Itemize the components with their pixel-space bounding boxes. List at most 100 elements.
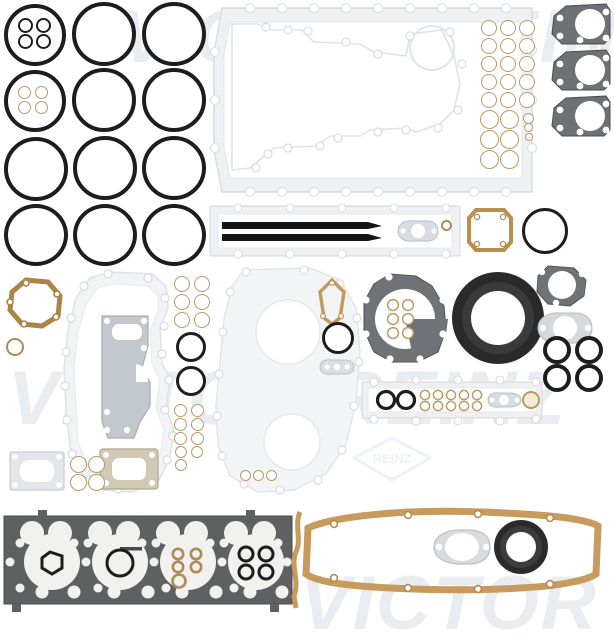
copper-seal-ring: [500, 130, 519, 149]
tappet-cover-gasket: [209, 203, 461, 259]
valve-cover-cork-gasket: [302, 507, 602, 594]
exhaust-manifold-gasket: [551, 95, 611, 137]
push-rod-tube-seal: [222, 222, 382, 229]
camshaft-oil-seal: [494, 520, 548, 574]
copper-seal-ring: [18, 101, 31, 114]
copper-seal-ring-small: [191, 404, 204, 417]
push-rod-tube-seal: [222, 234, 382, 241]
copper-seal-ring: [88, 456, 105, 473]
copper-seal-ring-small: [175, 459, 187, 471]
copper-seal-ring-small: [191, 418, 204, 431]
copper-seal-ring: [481, 56, 497, 72]
copper-seal-ring-small: [191, 446, 203, 458]
copper-seal-ring: [194, 294, 210, 310]
copper-seal-ring: [18, 86, 31, 99]
copper-seal-ring-small: [266, 470, 277, 481]
oil-feed-gasket: [319, 359, 355, 375]
copper-seal-ring: [6, 338, 24, 356]
oring: [4, 137, 68, 201]
copper-seal-ring: [35, 101, 48, 114]
copper-seal-ring-small: [175, 446, 187, 458]
water-outlet-gasket-2: [433, 529, 491, 565]
copper-seal-ring: [481, 20, 497, 36]
oring: [142, 204, 206, 266]
copper-seal-ring: [481, 38, 497, 54]
oil-pump-gasket: [318, 277, 346, 327]
oring: [176, 332, 206, 362]
copper-flange-gasket: [467, 208, 513, 252]
svg-text:REINZ: REINZ: [373, 451, 412, 466]
cylinder-liner-oring-grid: [0, 0, 210, 268]
oil-sump-pan-gasket: [209, 2, 538, 198]
copper-seal-ring: [500, 20, 516, 36]
reinz-diamond-logo-2: REINZ: [350, 436, 434, 482]
copper-seal-ring: [519, 56, 535, 72]
oring: [142, 2, 206, 66]
copper-seal-ring: [519, 92, 535, 108]
copper-seal-ring: [194, 312, 210, 328]
copper-seal-ring-small: [174, 404, 187, 417]
oring: [72, 68, 136, 132]
water-pump-gasket: [362, 273, 448, 363]
valve-stem-seal-ring: [543, 336, 571, 364]
oil-cooler-gasket: [101, 315, 151, 439]
valve-stem-seal-ring: [575, 364, 603, 392]
oring: [4, 204, 68, 266]
turbo-flange-gasket: [99, 448, 159, 490]
copper-seal-ring: [500, 150, 519, 169]
copper-seal-ring: [481, 74, 497, 90]
copper-seal-ring: [88, 474, 105, 491]
copper-seal-ring-small: [191, 432, 204, 445]
oring: [176, 366, 206, 396]
copper-seal-ring: [519, 20, 535, 36]
thermostat-gasket: [397, 220, 439, 242]
copper-seal-ring: [480, 130, 499, 149]
seal-ring-column: [172, 276, 218, 476]
copper-seal-ring: [519, 38, 535, 54]
copper-seal-ring: [174, 294, 190, 310]
exhaust-manifold-gasket: [551, 3, 611, 45]
oring: [72, 2, 136, 66]
valve-stem-seal-ring: [575, 336, 603, 364]
copper-seal-ring: [70, 456, 87, 473]
copper-seal-ring: [500, 74, 516, 90]
copper-seal-ring-small: [525, 133, 533, 141]
exhaust-manifold-gasket: [551, 49, 611, 91]
seal-ring: [36, 18, 51, 33]
copper-seal-ring-small: [174, 432, 187, 445]
rocker-plate-gasket: [361, 375, 543, 426]
copper-seal-ring-small: [253, 470, 264, 481]
copper-seal-ring-small: [524, 123, 533, 132]
copper-seal-ring: [519, 74, 535, 90]
copper-seal-ring: [480, 110, 499, 129]
seal-ring: [18, 18, 33, 33]
seal-retainer-gasket: [536, 265, 587, 307]
copper-seal-ring-small: [174, 418, 187, 431]
oring: [322, 322, 354, 354]
water-outlet-gasket: [537, 312, 593, 344]
copper-flange-ring: [6, 277, 63, 329]
seal-ring-block-upper: [480, 20, 540, 169]
copper-seal-ring: [500, 56, 516, 72]
engine-backplate-gasket: [212, 265, 364, 495]
copper-seal-ring: [500, 110, 519, 129]
oring: [4, 4, 66, 66]
copper-seal-ring: [500, 38, 516, 54]
copper-seal-ring-small: [240, 470, 251, 481]
copper-seal-ring: [174, 312, 190, 328]
seal-ring: [36, 34, 51, 49]
intake-flange-gasket: [9, 451, 65, 491]
copper-seal-ring: [35, 86, 48, 99]
copper-seal-ring: [500, 92, 516, 108]
copper-seal-ring: [194, 276, 210, 292]
oring: [73, 204, 137, 266]
oring: [142, 68, 206, 132]
watermark-bottom: VICTOR REINZ: [300, 561, 614, 640]
cork-gasket-edge: [291, 511, 303, 609]
copper-seal-ring: [481, 92, 497, 108]
copper-seal-ring: [441, 220, 452, 231]
seal-ring: [18, 34, 33, 49]
valve-stem-seal-ring: [543, 364, 571, 392]
oring: [142, 136, 206, 200]
